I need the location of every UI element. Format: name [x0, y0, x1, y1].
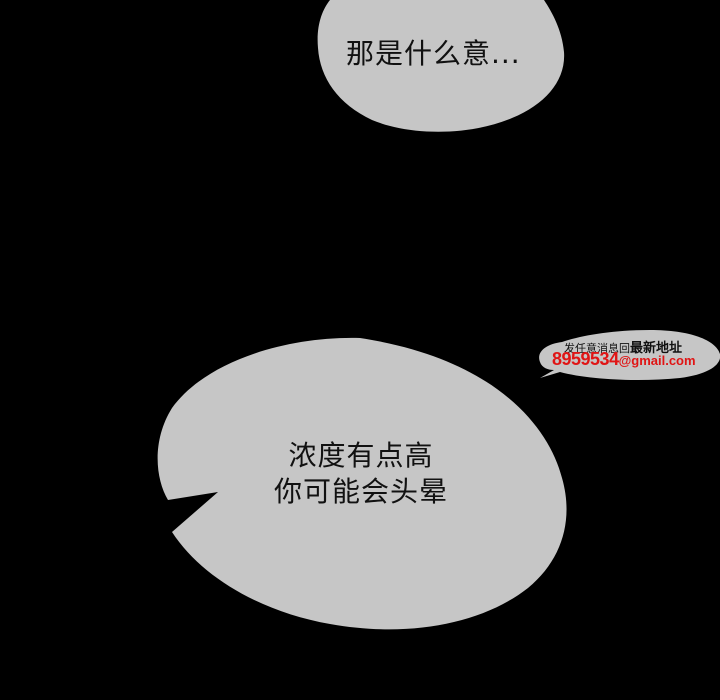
watermark-email-domain: @gmail.com	[618, 353, 696, 368]
watermark-line-1: 发任意消息回最新地址	[564, 337, 682, 356]
watermark-number: 8959534	[552, 349, 619, 369]
watermark-prompt: 发任意消息回	[564, 342, 630, 355]
bottom-bubble-line-1: 浓度有点高	[288, 439, 434, 472]
bottom-speech-bubble	[157, 337, 567, 630]
bottom-bubble-text: 浓度有点高 你可能会头晕	[266, 438, 456, 510]
watermark-line-2: 8959534@gmail.com	[552, 349, 696, 370]
top-bubble-text: 那是什么意...	[346, 37, 521, 70]
watermark-latest-address: 最新地址	[630, 341, 683, 356]
watermark-bubble	[539, 330, 720, 380]
top-speech-bubble	[317, 0, 565, 132]
bottom-bubble-line-2: 你可能会头晕	[273, 475, 448, 508]
